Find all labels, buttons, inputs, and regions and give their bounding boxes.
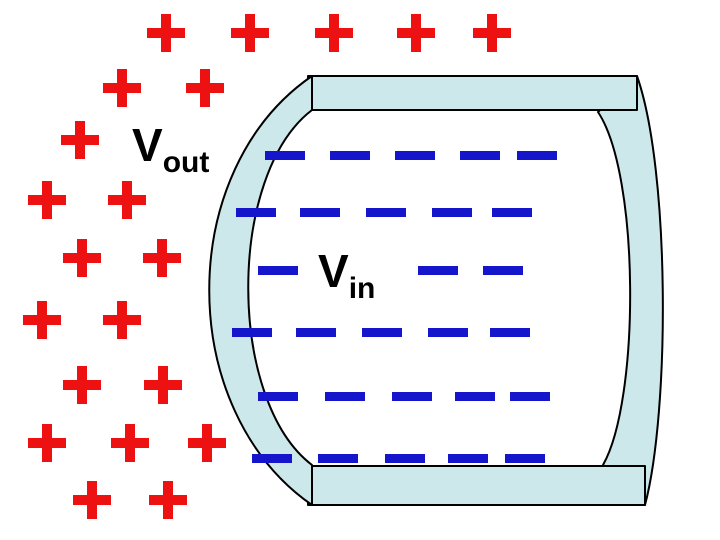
v-out-subscript: out [162, 146, 210, 179]
v-out-label: Vout [132, 119, 209, 178]
membrane-bottom-wall [307, 465, 646, 506]
v-in-label: Vin [318, 245, 375, 304]
membrane-top-wall [307, 75, 638, 111]
membrane-left-rim [208, 75, 313, 506]
v-in-base: V [318, 245, 349, 297]
membrane-right-rim [597, 75, 664, 506]
v-out-base: V [132, 119, 163, 171]
v-in-subscript: in [348, 272, 376, 305]
